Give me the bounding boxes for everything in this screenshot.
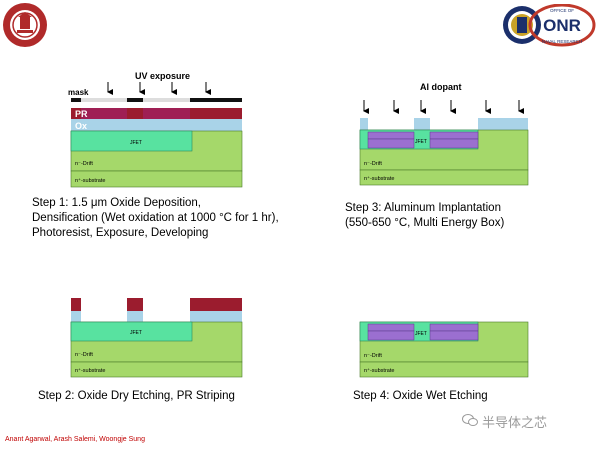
- mask-opaque: [127, 98, 143, 102]
- footer-authors: Anant Agarwal, Arash Salemi, Woongje Sun…: [5, 436, 145, 443]
- onr-ring-bottom: NAVAL RESEARCH: [542, 39, 582, 44]
- pr-block: [190, 298, 242, 311]
- implant-region: [429, 131, 479, 140]
- step4-diagram: JFET n⁻-Drift n⁺-substrate: [359, 321, 529, 378]
- caption-line: Densification (Wet oxidation at 1000 °C …: [32, 212, 279, 224]
- al-dopant-label: Al dopant: [420, 82, 462, 92]
- pr-block: [127, 298, 143, 311]
- oxide-layer: [71, 119, 242, 131]
- step1-caption: Step 1: 1.5 μm Oxide Deposition, Densifi…: [32, 196, 279, 241]
- oxide-block: [127, 311, 143, 322]
- caption-line: Step 1: 1.5 μm Oxide Deposition,: [32, 197, 201, 209]
- pr-block: [71, 298, 81, 311]
- substrate-layer: [70, 361, 243, 378]
- implant-region: [367, 323, 415, 332]
- drift-label: n⁻-Drift: [364, 353, 382, 359]
- implant-region: [367, 138, 415, 149]
- onr-logo: ONR OFFICE OF NAVAL RESEARCH: [503, 4, 596, 47]
- uv-arrows: [107, 82, 211, 95]
- step2-diagram: JFET n⁻-Drift n⁺-substrate: [70, 298, 243, 378]
- uv-exposure-label: UV exposure: [135, 71, 190, 81]
- pr-exposed: [143, 108, 190, 119]
- drift-label: n⁻-Drift: [75, 352, 93, 358]
- substrate-layer: [70, 170, 243, 188]
- jfet-label: JFET: [415, 331, 427, 337]
- onr-ring-top: OFFICE OF: [550, 8, 574, 13]
- oxide-block: [414, 118, 430, 130]
- step1-diagram: UV exposure mask PR Ox JFET n⁻-Drift n⁺-…: [68, 71, 243, 188]
- ox-label: Ox: [75, 121, 87, 131]
- implant-region: [429, 323, 479, 332]
- oxide-block: [360, 118, 368, 130]
- implant-region: [429, 138, 479, 149]
- implant-region: [367, 330, 415, 341]
- step3-caption: Step 3: Aluminum Implantation (550-650 °…: [345, 201, 504, 231]
- oxide-block: [71, 311, 81, 322]
- step4-caption: Step 4: Oxide Wet Etching: [353, 390, 488, 402]
- step3-diagram: Al dopant JFET n⁻-Drift n⁺-substrate: [359, 82, 529, 186]
- substrate-label: n⁺-substrate: [364, 367, 394, 374]
- implant-region: [429, 330, 479, 341]
- jfet-label: JFET: [130, 140, 142, 146]
- oxide-block: [478, 118, 528, 130]
- jfet-region: [70, 321, 193, 342]
- drift-label: n⁻-Drift: [364, 161, 382, 167]
- dopant-arrows: [363, 100, 524, 114]
- caption-line: (550-650 °C, Multi Energy Box): [345, 217, 505, 229]
- caption-line: Step 3: Aluminum Implantation: [345, 202, 501, 214]
- pr-exposed: [81, 108, 127, 119]
- wechat-icon: [462, 414, 478, 426]
- jfet-label: JFET: [415, 139, 427, 145]
- substrate-layer: [359, 361, 529, 378]
- university-seal-logo: [3, 3, 47, 47]
- substrate-layer: [359, 169, 529, 186]
- substrate-label: n⁺-substrate: [364, 175, 394, 182]
- jfet-label: JFET: [130, 330, 142, 336]
- mask-label: mask: [68, 88, 89, 97]
- watermark-text: 半导体之芯: [482, 415, 548, 430]
- mask-bar: [71, 98, 242, 102]
- step2-caption: Step 2: Oxide Dry Etching, PR Striping: [38, 390, 235, 402]
- substrate-label: n⁺-substrate: [75, 367, 105, 374]
- jfet-region: [70, 130, 193, 152]
- mask-opaque: [71, 98, 81, 102]
- pr-label: PR: [75, 109, 88, 119]
- substrate-label: n⁺-substrate: [75, 177, 105, 184]
- oxide-block: [190, 311, 242, 322]
- caption-line: Photoresist, Exposure, Developing: [32, 227, 209, 239]
- drift-label: n⁻-Drift: [75, 161, 93, 167]
- mask-opaque: [190, 98, 242, 102]
- onr-lettering: ONR: [543, 16, 581, 35]
- implant-region: [367, 131, 415, 140]
